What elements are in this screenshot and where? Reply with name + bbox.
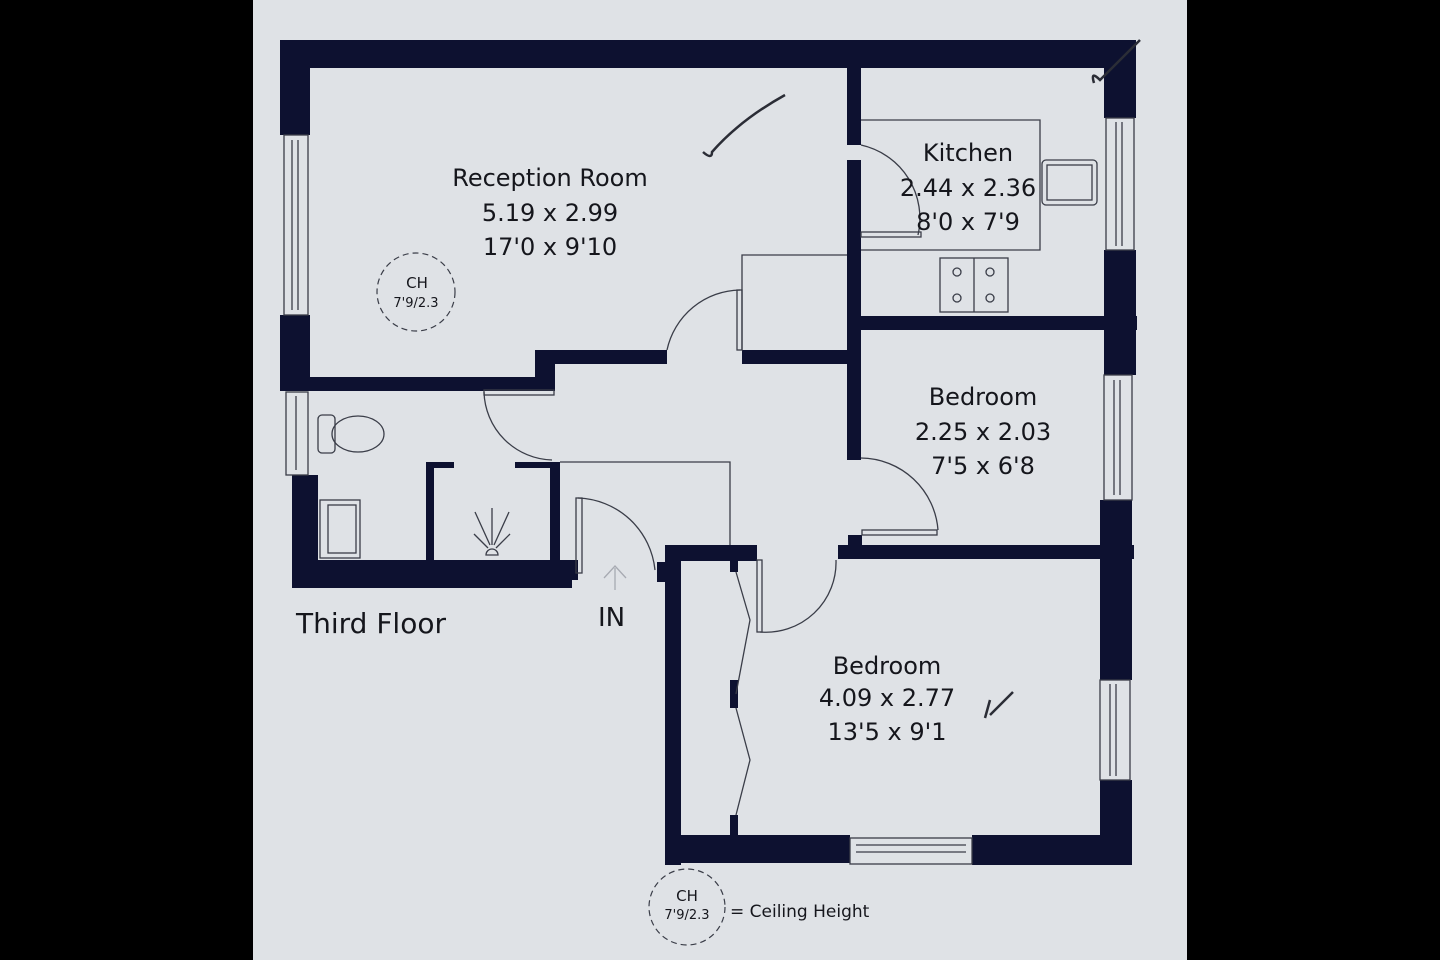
legend-value: 7'9/2.3 xyxy=(664,908,709,923)
legend-code: CH xyxy=(676,887,698,905)
room-bedroom-small: Bedroom 2.25 x 2.03 7'5 x 6'8 xyxy=(915,383,1051,480)
badge-value: 7'9/2.3 xyxy=(393,296,438,311)
floor-label: Third Floor xyxy=(295,607,446,640)
room-imperial: 13'5 x 9'1 xyxy=(827,718,946,746)
room-reception: Reception Room 5.19 x 2.99 17'0 x 9'10 xyxy=(452,164,648,261)
shower-icon xyxy=(473,508,511,556)
entry-label: IN xyxy=(598,603,625,633)
fixtures xyxy=(283,117,1135,865)
floor-plan-sheet xyxy=(253,0,1187,960)
room-kitchen: Kitchen 2.44 x 2.36 8'0 x 7'9 xyxy=(900,139,1036,236)
legend-text: = Ceiling Height xyxy=(730,902,870,922)
legend: CH 7'9/2.3 = Ceiling Height xyxy=(648,868,870,946)
room-name: Bedroom xyxy=(833,652,942,680)
basin-icon xyxy=(319,499,361,559)
room-name: Reception Room xyxy=(452,164,648,192)
room-imperial: 17'0 x 9'10 xyxy=(483,233,617,261)
walls xyxy=(280,40,1137,865)
checkmark-icon xyxy=(702,39,1141,719)
room-metric: 5.19 x 2.99 xyxy=(482,199,618,227)
wardrobe-icon xyxy=(735,571,751,695)
badge-code: CH xyxy=(406,274,428,292)
room-bedroom-large: Bedroom 4.09 x 2.77 13'5 x 9'1 xyxy=(819,652,955,746)
room-imperial: 8'0 x 7'9 xyxy=(916,208,1020,236)
ceiling-height-badge: CH 7'9/2.3 xyxy=(376,252,456,332)
room-name: Kitchen xyxy=(923,139,1013,167)
entry-arrow-icon xyxy=(603,565,627,590)
room-metric: 4.09 x 2.77 xyxy=(819,684,955,712)
room-imperial: 7'5 x 6'8 xyxy=(931,452,1035,480)
toilet-icon xyxy=(317,414,385,454)
sink-icon xyxy=(1041,159,1098,206)
room-metric: 2.44 x 2.36 xyxy=(900,174,1036,202)
room-metric: 2.25 x 2.03 xyxy=(915,418,1051,446)
room-name: Bedroom xyxy=(929,383,1038,411)
